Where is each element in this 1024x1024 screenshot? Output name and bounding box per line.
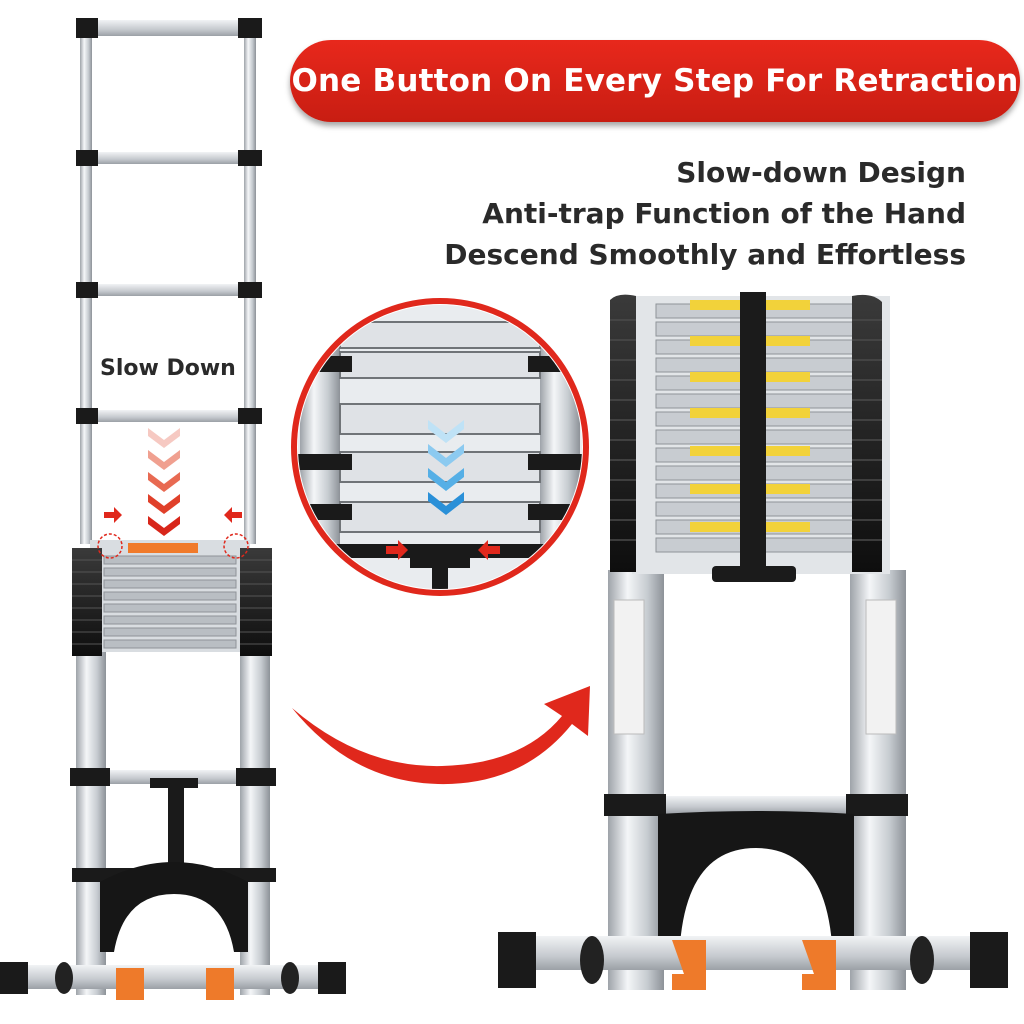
retracted-ladder <box>498 292 1008 990</box>
feature-item: Anti-trap Function of the Hand <box>482 197 966 230</box>
feature-item: Descend Smoothly and Effortless <box>444 238 966 271</box>
headline-text: One Button On Every Step For Retraction <box>291 63 1019 99</box>
red-arrow-icon <box>104 507 242 523</box>
feature-list: Slow-down Design Anti-trap Function of t… <box>444 152 966 275</box>
feature-item: Slow-down Design <box>676 156 966 189</box>
extended-ladder <box>0 18 346 1000</box>
curved-arrow-icon <box>292 686 590 785</box>
down-chevron-blue-icon <box>428 420 464 515</box>
headline-banner: One Button On Every Step For Retraction <box>290 40 1020 122</box>
red-arrow-icon <box>386 540 500 560</box>
slow-down-label: Slow Down <box>100 356 236 381</box>
down-chevron-red-icon <box>148 428 180 536</box>
zoom-detail <box>291 298 589 596</box>
